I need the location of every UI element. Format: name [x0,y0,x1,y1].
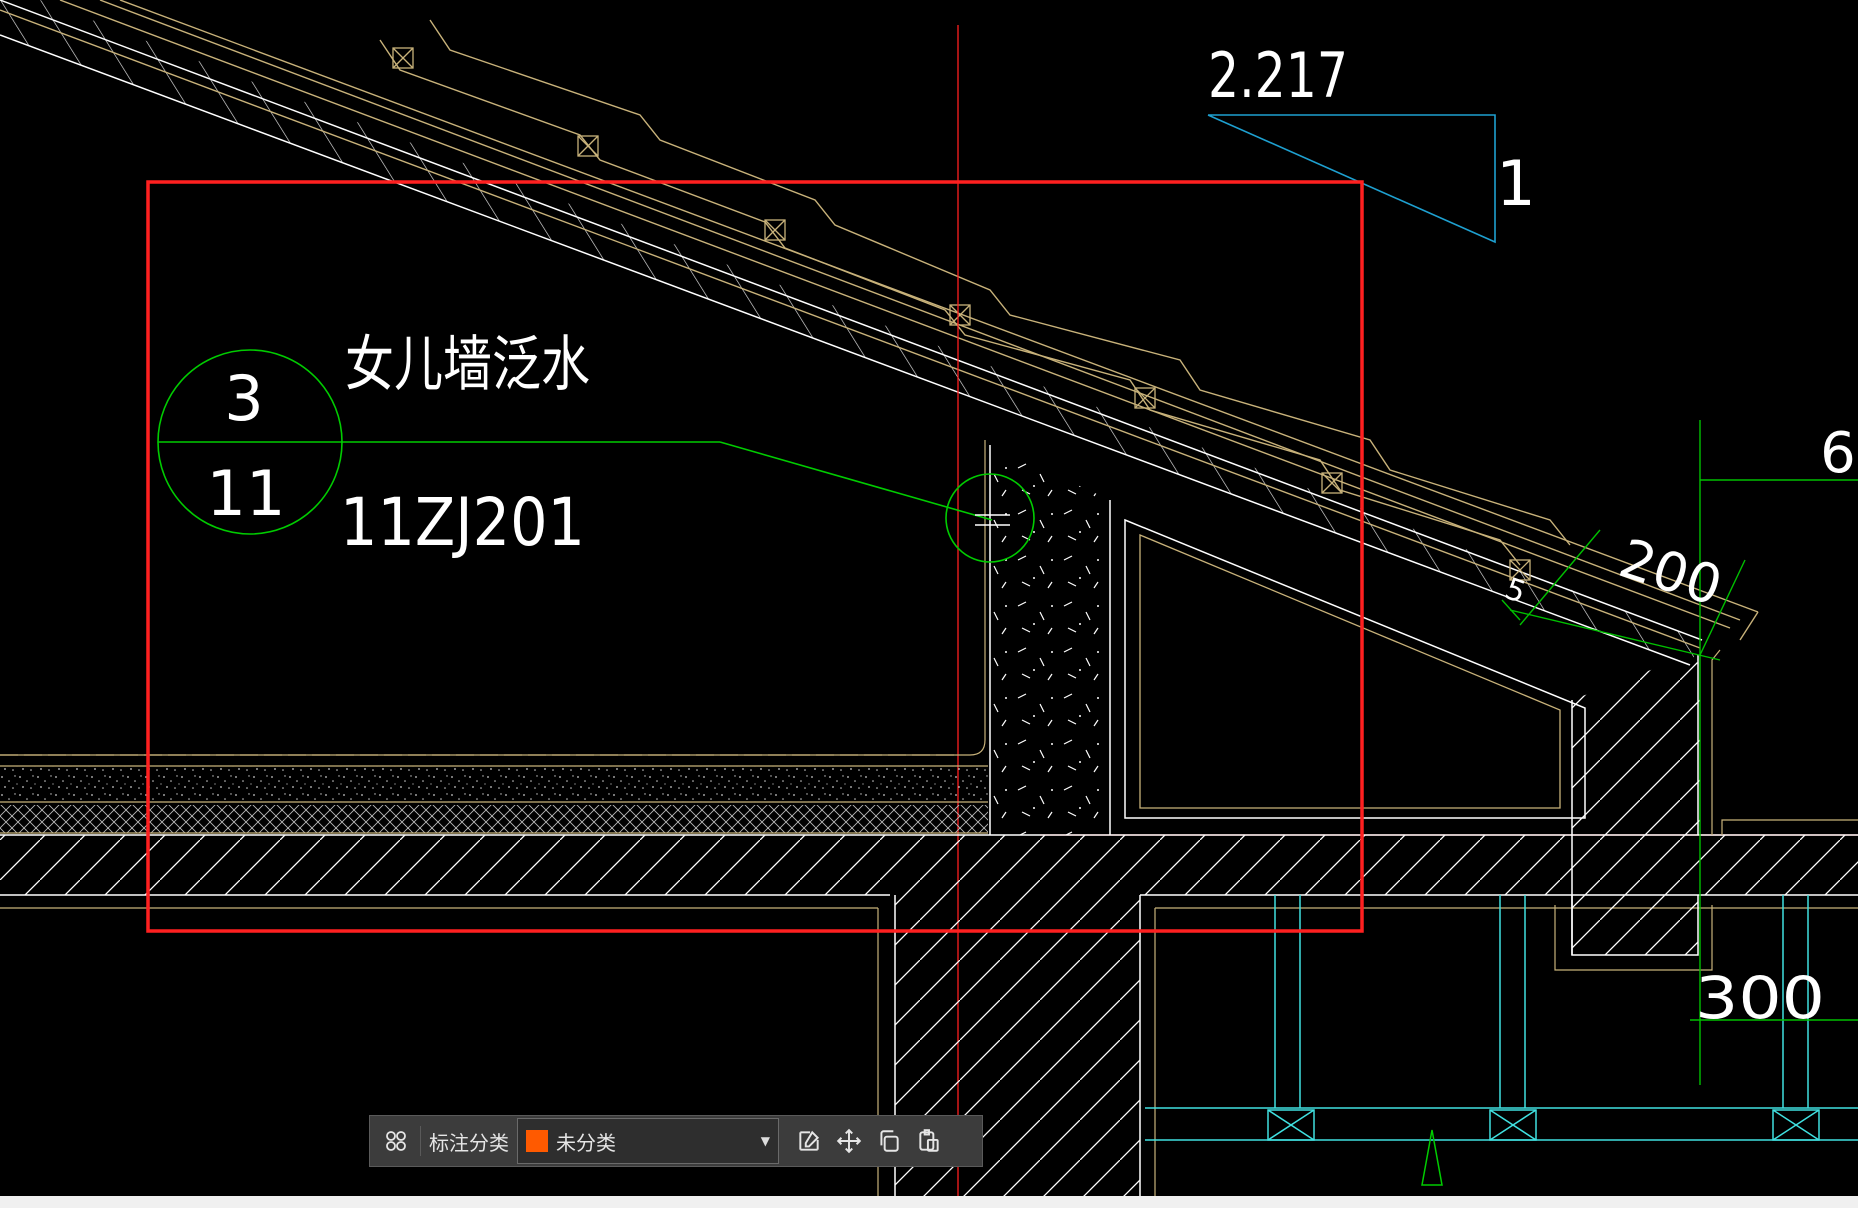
dim-6-text: 6 [1820,421,1856,486]
floor-layers [0,440,988,834]
selection-rectangle[interactable] [146,180,1364,933]
dim-300-text: 300 [1695,964,1825,1032]
category-value: 未分类 [556,1130,616,1155]
structural-slab [0,834,1858,909]
detail-number-text: 3 [224,362,263,435]
parapet-wall [989,445,1111,835]
flow-arrow-icon [1421,1129,1443,1186]
category-label: 标注分类 [429,1130,509,1155]
detail-title-text: 女儿墙泛水 [345,330,590,400]
detail-sheet-text: 11 [207,457,286,530]
category-dropdown[interactable]: 未分类 ▼ [517,1118,779,1164]
dim-200-text: 200 [1612,527,1730,619]
status-strip [0,1196,1858,1208]
dimension-lines [1501,420,1858,1085]
move-icon[interactable] [829,1121,869,1161]
grid-menu-icon[interactable] [376,1121,416,1161]
paste-icon[interactable] [909,1121,949,1161]
detail-atlas-text: 11ZJ201 [340,484,585,561]
hollow-section [1124,518,1586,819]
chevron-down-icon: ▼ [760,1134,770,1148]
batten-markers [392,47,1531,581]
right-block [1554,649,1858,971]
slope-indicator: 2.217 1 [1207,39,1536,244]
slope-value-text: 2.217 [1208,39,1348,112]
category-color-swatch [526,1130,548,1152]
toolbar-separator [420,1126,421,1156]
annotation-toolbar: 标注分类 未分类 ▼ [369,1115,983,1167]
copy-icon[interactable] [869,1121,909,1161]
slope-rise-text: 1 [1496,147,1535,220]
detail-reference[interactable]: 3 11 女儿墙泛水 11ZJ201 [157,330,1035,563]
roof-tile-layers [0,0,1759,649]
roof-slab [0,0,1703,666]
edit-icon[interactable] [789,1121,829,1161]
pipe-network [1145,895,1858,1141]
